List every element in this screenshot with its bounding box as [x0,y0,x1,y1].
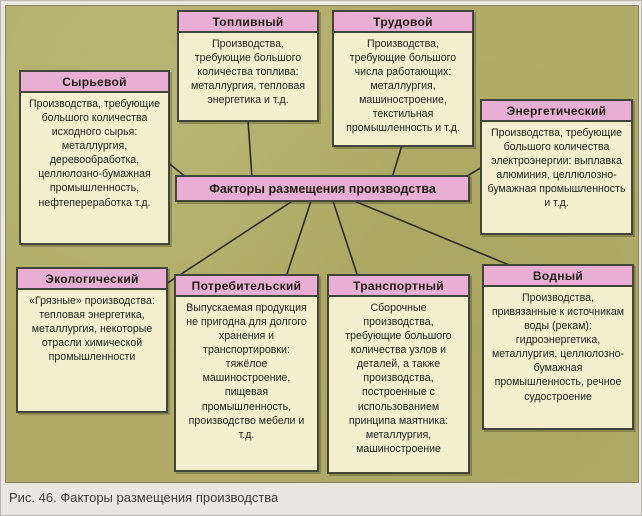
factor-box-water: Водный Производства, привязанные к источ… [482,264,634,430]
factor-title-raw-material: Сырьевой [21,72,168,93]
factor-title-transport: Транспортный [329,276,468,297]
factor-body-raw-material: Производства, требующие большого количес… [28,98,161,209]
factor-title-water: Водный [484,266,632,287]
factor-title-energy: Энергетический [482,101,631,122]
factor-box-ecological: Экологический «Грязные» производства: те… [16,267,168,413]
central-node-title: Факторы размещения производства [209,181,436,196]
factor-body-labor: Производства, требующие большого числа р… [346,38,460,135]
factor-box-labor: Трудовой Производства, требующие большог… [332,10,474,147]
figure-caption: Рис. 46. Факторы размещения производства [9,490,279,505]
factor-body-consumer: Выпускаемая продукция не пригодна для до… [186,302,307,441]
factor-body-energy: Производства, требующие большого количес… [487,127,626,210]
factor-title-consumer: Потребительский [176,276,317,297]
central-node: Факторы размещения производства [175,175,470,202]
factor-box-energy: Энергетический Производства, требующие б… [480,99,633,235]
factor-body-water: Производства, привязанные к источникам в… [491,292,625,403]
factor-box-fuel: Топливный Производства, требующие большо… [177,10,319,122]
diagram-area: Факторы размещения производства Топливны… [5,5,639,483]
factor-box-consumer: Потребительский Выпускаемая продукция не… [174,274,319,472]
factor-box-transport: Транспортный Сборочные производства, тре… [327,274,470,474]
factor-body-fuel: Производства, требующие большого количес… [191,38,305,107]
factor-box-raw-material: Сырьевой Производства, требующие большог… [19,70,170,245]
factor-title-ecological: Экологический [18,269,166,290]
factor-body-ecological: «Грязные» производства: тепловая энергет… [29,295,155,364]
factor-title-labor: Трудовой [334,12,472,33]
factor-title-fuel: Топливный [179,12,317,33]
factor-body-transport: Сборочные производства, требующие большо… [345,302,452,455]
